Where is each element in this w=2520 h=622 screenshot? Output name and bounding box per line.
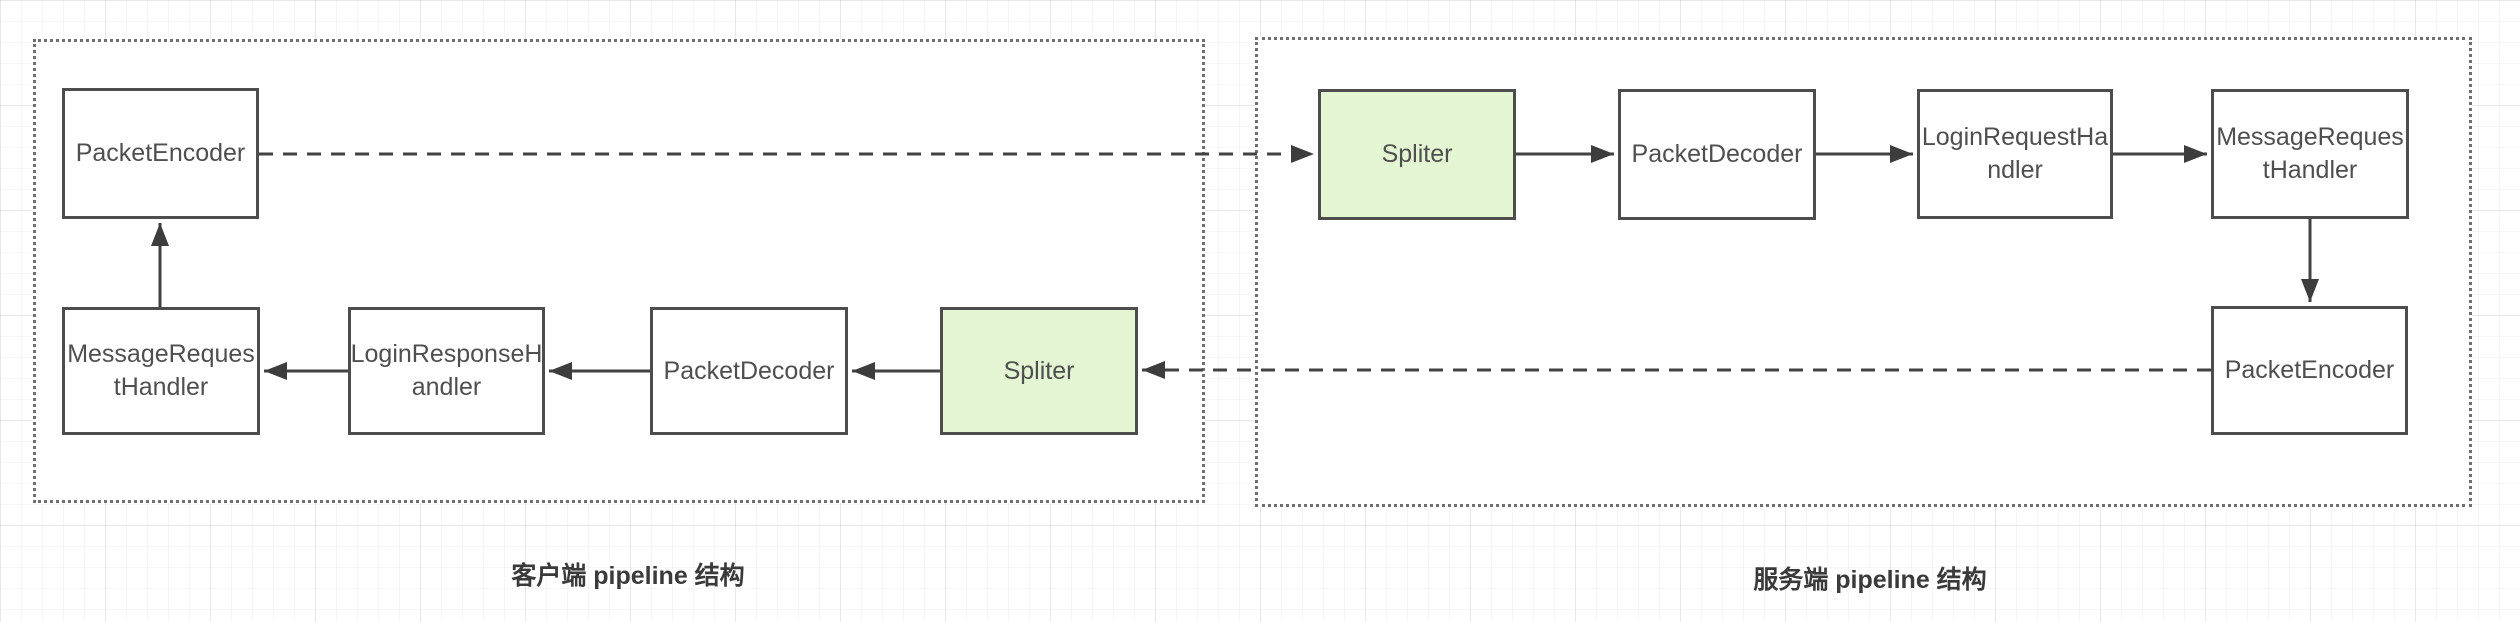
node-server-login-request-handler: LoginRequestHa ndler: [1917, 89, 2113, 219]
node-server-packet-decoder: PacketDecoder: [1618, 89, 1816, 220]
client-pipeline-caption: 客户端 pipeline 结构: [511, 562, 745, 590]
node-client-message-request-handler: MessageReques tHandler: [62, 307, 260, 435]
node-client-login-response-handler: LoginResponseH andler: [348, 307, 545, 435]
node-server-spliter: Spliter: [1318, 89, 1516, 220]
node-server-packet-encoder: PacketEncoder: [2211, 306, 2408, 435]
node-client-packet-encoder: PacketEncoder: [62, 88, 259, 219]
server-pipeline-caption: 服务端 pipeline 结构: [1753, 566, 1987, 594]
node-server-message-request-handler: MessageReques tHandler: [2211, 89, 2409, 219]
node-client-packet-decoder: PacketDecoder: [650, 307, 848, 435]
node-client-spliter: Spliter: [940, 307, 1138, 435]
